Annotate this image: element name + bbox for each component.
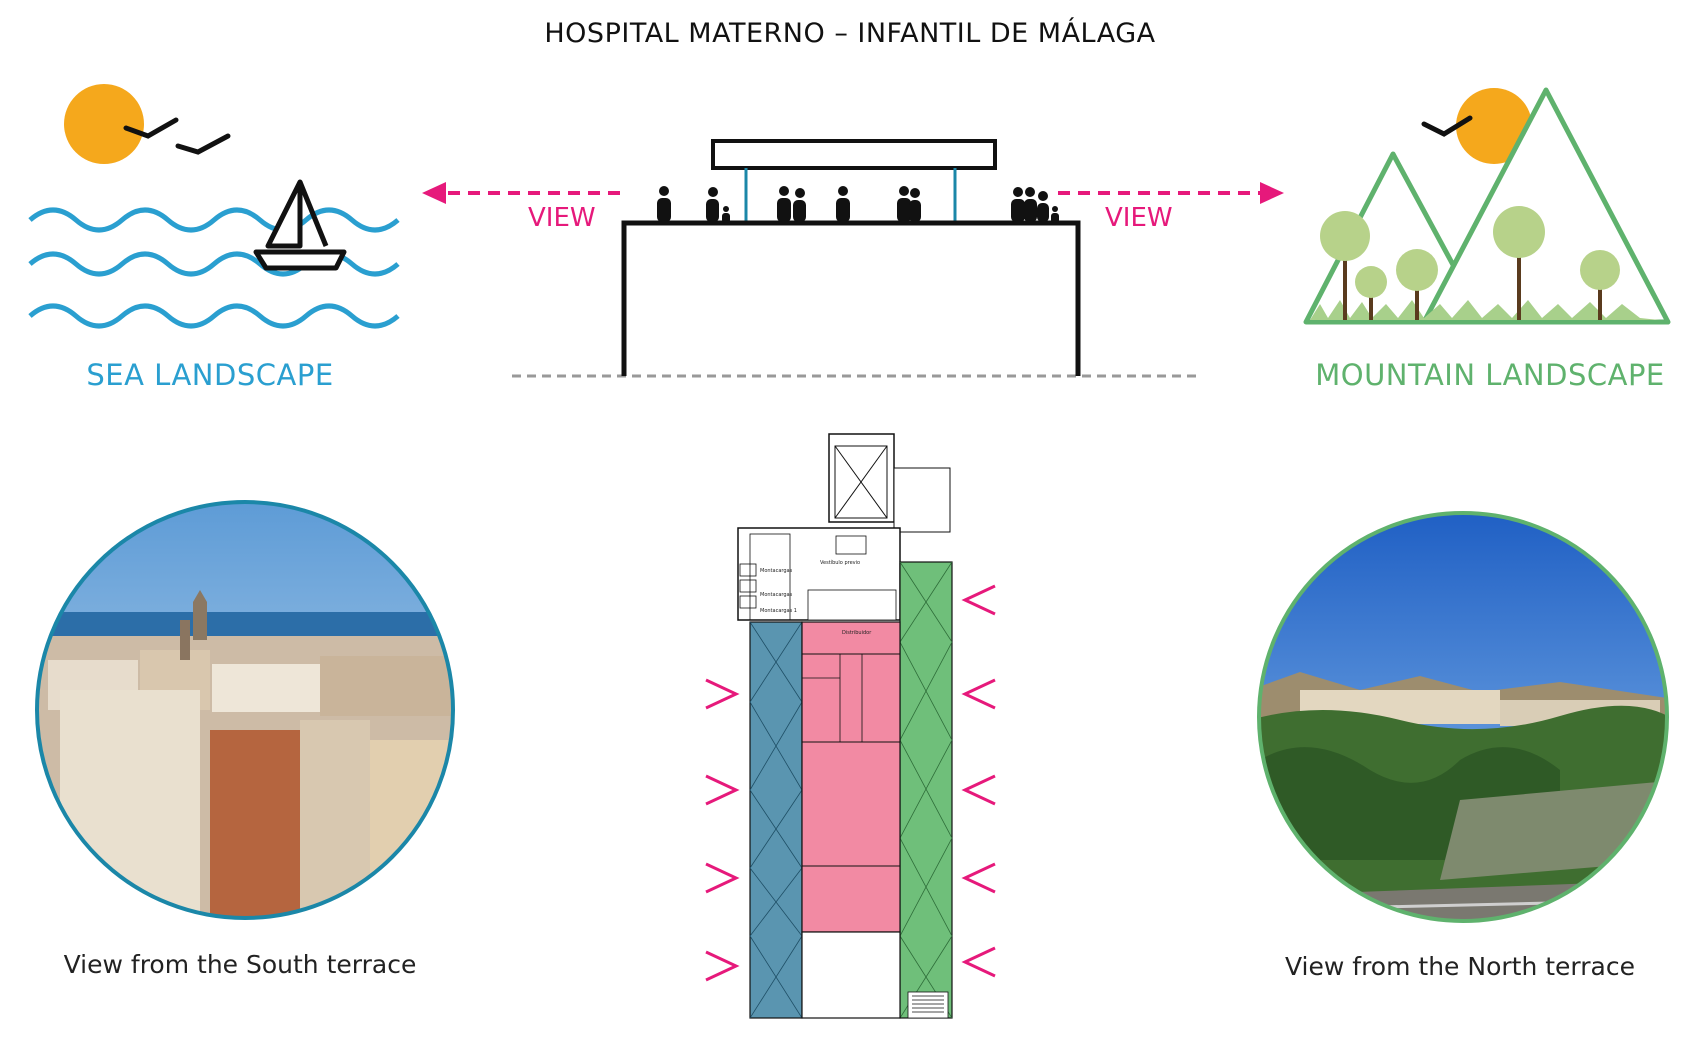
plan-zone-blue: [749, 621, 803, 1019]
sailboat-icon: [253, 179, 347, 271]
tree-icon: [1580, 250, 1620, 320]
view-chevrons: [705, 584, 996, 982]
person-icon: [793, 188, 806, 222]
chevron-right-icon: [705, 950, 740, 982]
chevron-left-icon: [961, 774, 996, 806]
chevron-left-icon: [961, 678, 996, 710]
room-label-montacargas-1: Montacargas: [760, 568, 793, 574]
south-terrace-photo: [35, 500, 455, 920]
north-terrace-photo: [1257, 511, 1669, 923]
chevron-left-icon: [961, 946, 996, 978]
mountain-landscape-label: MOUNTAIN LANDSCAPE: [1315, 358, 1665, 392]
sea-landscape-label: SEA LANDSCAPE: [86, 358, 334, 392]
person-icon: [777, 186, 791, 222]
plan-zone-green: [899, 561, 953, 1019]
bird-icon: [175, 133, 231, 155]
person-icon: [657, 186, 671, 222]
mountain-landscape-icon: [1303, 87, 1671, 325]
person-icon: [1037, 191, 1049, 222]
tree-icon: [1493, 206, 1545, 320]
person-icon: [1011, 187, 1025, 222]
wave-line: [28, 207, 400, 233]
building-section: [422, 139, 1284, 378]
sun-icon: [1456, 88, 1532, 164]
floor-plan: Vestíbulo previo Montacargas Montacargas…: [737, 433, 953, 1019]
person-icon: [722, 206, 730, 223]
bird-icon: [1421, 115, 1473, 137]
caption-south-terrace: View from the South terrace: [63, 950, 417, 979]
tree-icon: [1355, 266, 1387, 320]
building-outline: [621, 220, 1081, 376]
room-label-montacargas-2: Montacargas: [760, 592, 793, 598]
view-label-left: VIEW: [528, 203, 596, 233]
room-label-vestibulo: Vestíbulo previo: [820, 559, 860, 566]
wave-line: [28, 303, 400, 329]
bird-icon: [123, 117, 179, 139]
person-icon: [706, 187, 719, 222]
caption-north-terrace: View from the North terrace: [1285, 952, 1635, 981]
person-icon: [1024, 187, 1037, 222]
person-icon: [897, 186, 911, 222]
sun-icon: [64, 84, 144, 164]
chevron-right-icon: [705, 678, 740, 710]
chevron-left-icon: [961, 862, 996, 894]
person-icon: [1051, 206, 1059, 223]
chevron-left-icon: [961, 584, 996, 616]
person-icon: [909, 188, 921, 222]
people-figures: [657, 186, 1059, 223]
chevron-right-icon: [705, 774, 740, 806]
roof-canopy: [711, 139, 997, 170]
room-label-montacargas-3: Montacargas 1: [760, 608, 797, 614]
person-icon: [836, 186, 850, 222]
page-title: HOSPITAL MATERNO – INFANTIL DE MÁLAGA: [544, 18, 1156, 49]
chevron-right-icon: [705, 862, 740, 894]
tree-icon: [1320, 211, 1370, 320]
tree-icon: [1396, 249, 1438, 320]
sea-landscape-icon: [28, 84, 400, 329]
view-label-right: VIEW: [1105, 203, 1173, 233]
room-label-distribuidor: Distribuidor: [842, 630, 872, 636]
plan-zone-pink: [801, 621, 901, 933]
